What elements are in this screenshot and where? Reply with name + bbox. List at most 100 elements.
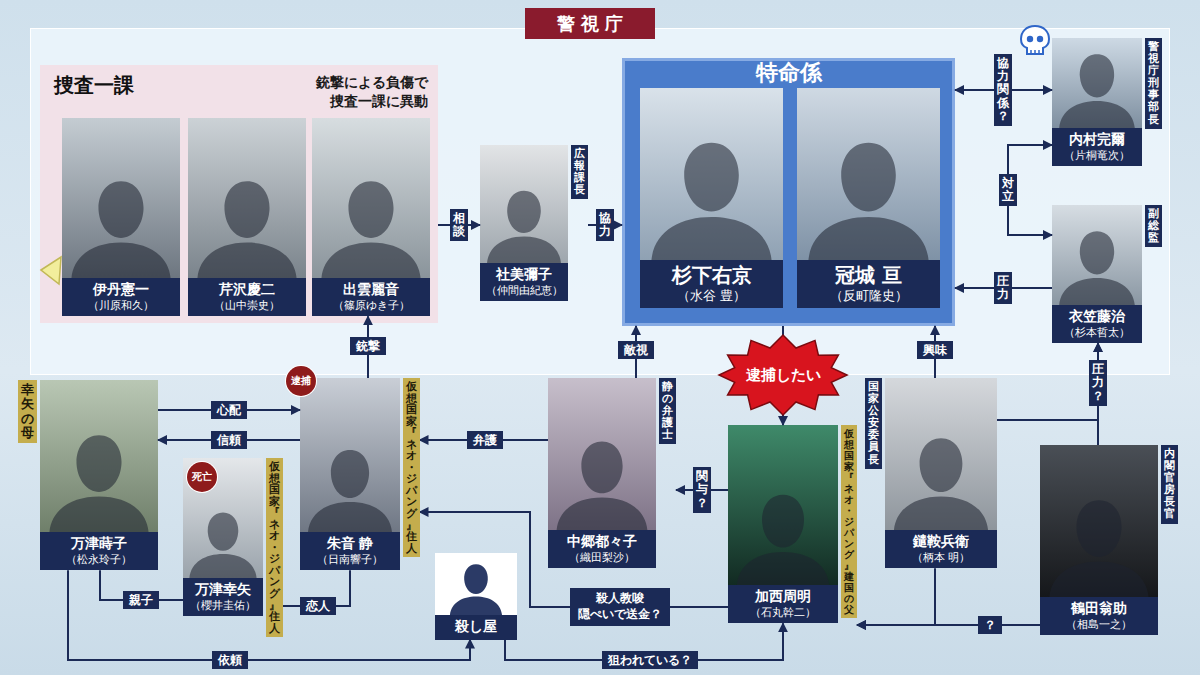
role-tag: 静の弁護士 (659, 378, 676, 444)
actor-name: （仲間由紀恵） (482, 284, 566, 298)
portrait-card: 万津蒔子（松永玲子） (40, 380, 158, 570)
edge-label-box: 協力関係？ (994, 54, 1012, 126)
portrait-card: 冠城 亘（反町隆史） (797, 88, 940, 308)
silhouette-shape (808, 143, 928, 260)
status-badge: 死亡 (187, 462, 217, 492)
edge-label-box: 殺人教唆 隠ぺいで送金？ (570, 588, 671, 625)
tag-box: 仮想国家『ネオ・ジパング』建国の父 (841, 425, 857, 618)
edge-label: 協力関係？ (994, 54, 1012, 126)
edge-label: 弁護 (467, 431, 503, 449)
name-plate: 冠城 亘（反町隆史） (797, 260, 940, 308)
panel-note-box: 銃撃による負傷で 捜査一課に異動 (310, 73, 428, 111)
skull-eye (1027, 36, 1033, 42)
character-name: 衣笠藤治 (1054, 308, 1140, 326)
name-plate: 鶴田翁助（相島一之） (1040, 597, 1158, 635)
character-card: 出雲麗音（篠原ゆき子） (312, 118, 430, 316)
actor-name: （柄本 明） (887, 551, 995, 565)
character-card: 加西周明（石丸幹二）仮想国家『ネオ・ジパング』建国の父 (728, 425, 857, 623)
actor-name: （石丸幹二） (730, 606, 836, 620)
role-tag: 広報課長 (571, 145, 588, 199)
silhouette-shape (487, 191, 561, 263)
actor-name: （川原和久） (64, 299, 178, 313)
silhouette-shape (308, 450, 392, 532)
relation-connector (857, 624, 1040, 626)
portrait-silhouette (1040, 445, 1158, 597)
portrait-card: 朱音 静（日南響子）逮捕 (300, 378, 400, 570)
role-tag: 副総監 (1145, 205, 1162, 247)
actor-name: （片桐竜次） (1054, 149, 1140, 163)
tag-box: 国家公安委員長 (865, 378, 882, 469)
portrait-card: 杉下右京（水谷 豊） (640, 88, 783, 308)
name-plate: 加西周明（石丸幹二） (728, 585, 838, 623)
actor-name: （織田梨沙） (550, 551, 654, 565)
name-plate: 万津幸矢（櫻井圭佑） (183, 578, 263, 616)
edge-label: 圧力 (994, 272, 1012, 304)
name-plate: 出雲麗音（篠原ゆき子） (312, 278, 430, 316)
tag-box: 仮想国家『ネオ・ジパング』住人 (403, 378, 420, 557)
character-name: 冠城 亘 (799, 263, 938, 288)
character-name: 芹沢慶二 (190, 281, 304, 299)
portrait-silhouette (40, 380, 158, 532)
character-card: 内村完爾（片桐竜次）警視庁刑事部長 (1052, 38, 1162, 166)
character-card: 冠城 亘（反町隆史） (797, 88, 940, 308)
actor-name: （杉本哲太） (1054, 326, 1140, 340)
portrait-silhouette (188, 118, 306, 278)
name-plate: 衣笠藤治（杉本哲太） (1052, 305, 1142, 343)
skull-teeth (1031, 50, 1039, 54)
actor-name: （篠原ゆき子） (314, 299, 428, 313)
name-plate: 内村完爾（片桐竜次） (1052, 128, 1142, 166)
tag-box: 広報課長 (571, 145, 588, 199)
silhouette-shape (894, 438, 988, 530)
edge-label-box: 相談 (450, 209, 468, 241)
character-name: 加西周明 (730, 588, 836, 606)
tag-box: 静の弁護士 (659, 378, 676, 444)
edge-label: 協力 (596, 209, 614, 241)
edge-label-box: 圧力 (994, 272, 1012, 304)
character-card: 杉下右京（水谷 豊） (640, 88, 783, 308)
portrait-photo (480, 145, 568, 263)
portrait-silhouette (728, 425, 838, 585)
tag-box: 内閣官房長官 (1161, 445, 1178, 524)
character-card: 芹沢慶二（山中崇史） (188, 118, 306, 316)
silhouette-shape (450, 564, 502, 615)
role-tag: 国家公安委員長 (865, 378, 882, 469)
silhouette-shape (71, 181, 170, 278)
tag-box: 幸矢の母 (18, 380, 37, 443)
portrait-card: 中郷都々子（織田梨沙） (548, 378, 656, 568)
edge-label-box: 敵視 (618, 341, 654, 359)
role-tag: 幸矢の母 (18, 380, 37, 443)
panel-title: 捜査一課 (54, 73, 134, 97)
portrait-card: 内村完爾（片桐竜次） (1052, 38, 1142, 166)
name-plate: 社美彌子（仲間由紀恵） (480, 263, 568, 301)
portrait-photo (1040, 445, 1158, 597)
edge-label-box: 興味 (917, 341, 953, 359)
character-card: 鶴田翁助（相島一之） 内閣官房長官 (1040, 445, 1178, 635)
edge-label: 殺人教唆 隠ぺいで送金？ (570, 588, 671, 625)
edge-label: 心配 (211, 401, 247, 419)
badge-box: 逮捕 (286, 366, 316, 396)
portrait-card: 万津幸矢（櫻井圭佑） 死亡 (183, 458, 263, 616)
edge-label: 関与？ (693, 467, 711, 513)
edge-label: 圧力？ (1089, 360, 1107, 406)
portrait-card: 鑓鞍兵衛（柄本 明） (885, 378, 997, 568)
portrait-photo (728, 425, 838, 585)
panel-note: 銃撃による負傷で 捜査一課に異動 (310, 73, 428, 111)
portrait-silhouette (797, 88, 940, 260)
edge-label-box: 圧力？ (1089, 360, 1107, 406)
silhouette-shape (737, 495, 829, 585)
edge-label-box: 狙われている？ (602, 651, 698, 669)
silhouette-shape (321, 181, 420, 278)
actor-name: （山中崇史） (190, 299, 304, 313)
silhouette-shape (557, 441, 648, 530)
portrait-silhouette (885, 378, 997, 530)
portrait-photo (797, 88, 940, 260)
portrait-photo (40, 380, 158, 532)
group-panel: 伊丹憲一（川原和久）芹沢慶二（山中崇史）出雲麗音（篠原ゆき子）捜査一課銃撃による… (40, 65, 438, 323)
edge-label: ？ (978, 616, 1002, 634)
portrait-photo (300, 378, 400, 532)
name-plate: 殺し屋 (435, 615, 517, 640)
character-name: 杉下右京 (642, 263, 781, 288)
portrait-photo (62, 118, 180, 278)
region-title: 警視庁 (525, 8, 655, 39)
